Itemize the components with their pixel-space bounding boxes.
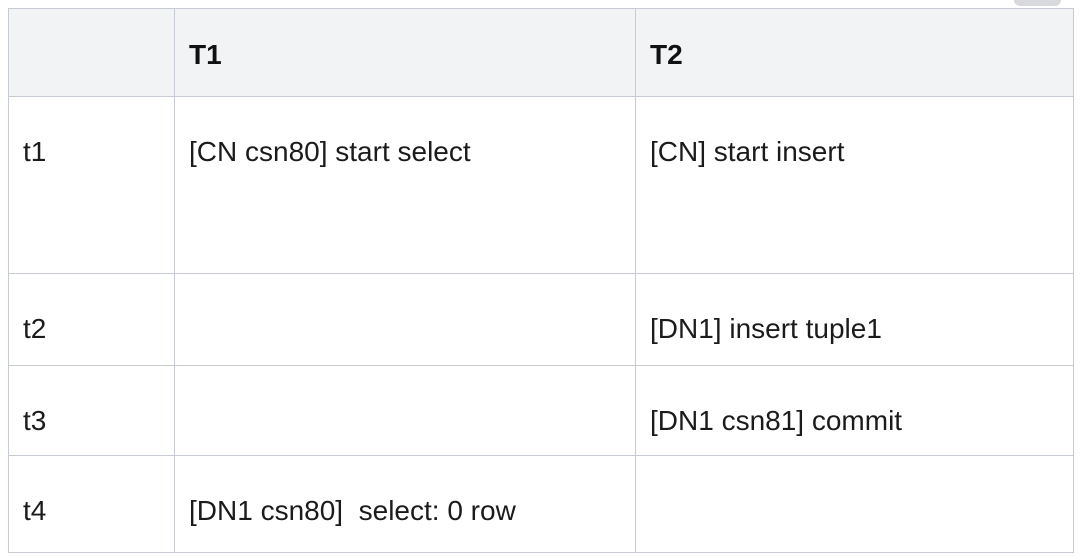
- table-row: t4 [DN1 csn80] select: 0 row: [8, 455, 1074, 553]
- cell-text: t4: [23, 495, 47, 526]
- col-header-t2: T2: [635, 8, 1074, 97]
- transaction-timeline-table: T1 T2 t1 [CN csn80] start select [CN] star…: [8, 8, 1074, 553]
- cell-text: t2: [23, 313, 47, 344]
- col-header-time: [8, 8, 175, 97]
- cell-t2: [DN1] insert tuple1: [635, 273, 1074, 366]
- cell-t1: [DN1 csn80] select: 0 row: [174, 455, 636, 553]
- cell-time: t4: [8, 455, 175, 553]
- header-text: T1: [189, 39, 222, 70]
- col-header-t1: T1: [174, 8, 636, 97]
- cell-text: [DN1] insert tuple1: [650, 313, 882, 344]
- table-body: t1 [CN csn80] start select [CN] start inse…: [8, 96, 1074, 553]
- top-right-corner-tab: [1014, 0, 1061, 6]
- table-row: t3 [DN1 csn81] commit: [8, 365, 1074, 456]
- cell-t1: [174, 365, 636, 456]
- cell-text: [DN1 csn81] commit: [650, 405, 903, 436]
- cell-t2: [635, 455, 1074, 553]
- cell-text: [DN1 csn80] select: 0 row: [189, 495, 516, 526]
- cell-t2: [DN1 csn81] commit: [635, 365, 1074, 456]
- header-text: T2: [650, 39, 683, 70]
- cell-time: t2: [8, 273, 175, 366]
- cell-time: t3: [8, 365, 175, 456]
- cell-text: [CN csn80] start select: [189, 136, 471, 167]
- table-row: t1 [CN csn80] start select [CN] start inse…: [8, 96, 1074, 274]
- table-row: t2 [DN1] insert tuple1: [8, 273, 1074, 366]
- cell-t1: [CN csn80] start select: [174, 96, 636, 274]
- cell-time: t1: [8, 96, 175, 274]
- header-row: T1 T2: [8, 8, 1074, 97]
- cell-text: t3: [23, 405, 47, 436]
- cell-text: t1: [23, 136, 47, 167]
- cell-t1: [174, 273, 636, 366]
- cell-text: [CN] start insert: [650, 136, 845, 167]
- cell-t2: [CN] start insert: [635, 96, 1074, 274]
